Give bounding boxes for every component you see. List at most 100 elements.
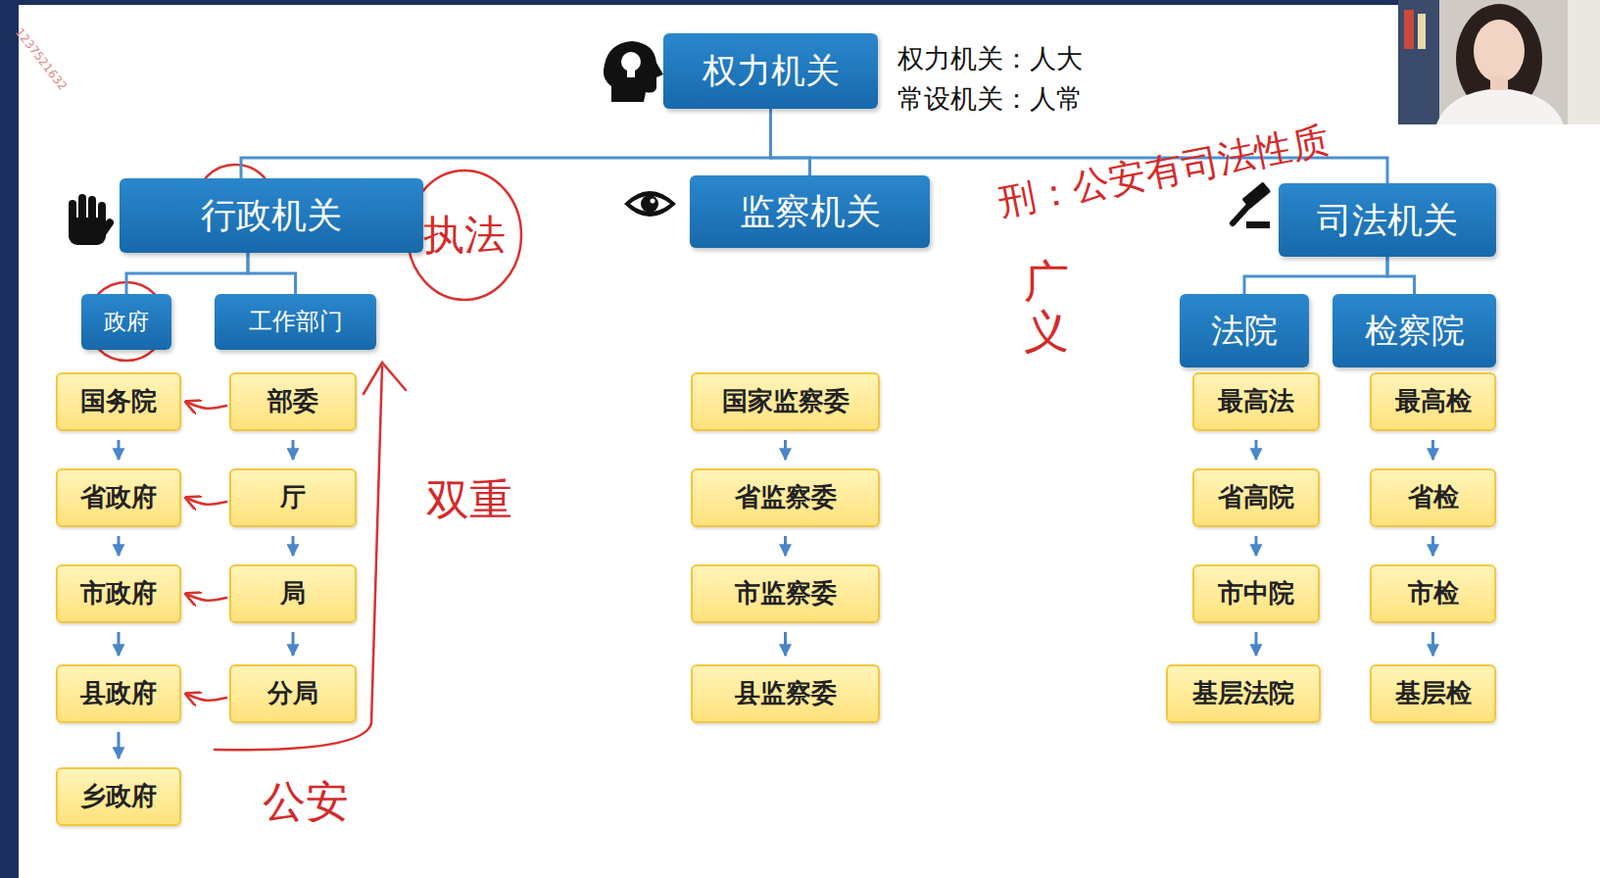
annotation-arrow <box>186 693 227 701</box>
level-box: 国务院 <box>55 372 182 432</box>
level-box: 厅 <box>229 468 357 528</box>
level-box: 最高法 <box>1192 372 1320 432</box>
level-box: 市监察委 <box>690 564 880 624</box>
box-text: 厅 <box>280 483 306 513</box>
level-box: 省政府 <box>55 468 182 528</box>
book <box>1417 13 1426 49</box>
level-box: 省监察委 <box>690 468 880 528</box>
side-note: 权力机关：人大 <box>897 43 1083 75</box>
left-frame-bar <box>0 0 19 878</box>
handwritten-note: 广义 <box>1023 256 1069 356</box>
branch-box: 监察机关 <box>689 175 930 248</box>
box-text: 市检 <box>1407 579 1459 609</box>
book <box>1404 9 1414 49</box>
box-text: 政府 <box>103 308 149 335</box>
level-box: 基层法院 <box>1165 664 1321 724</box>
box-text: 省检 <box>1407 483 1459 513</box>
bulb-head-icon <box>603 41 664 102</box>
box-text: 国务院 <box>80 387 157 417</box>
flow-arrow <box>117 631 121 656</box>
handwritten-note: 执法 <box>423 210 506 260</box>
box-text: 市政府 <box>80 579 157 609</box>
tree-connector <box>1387 256 1415 294</box>
level-box: 最高检 <box>1369 372 1497 432</box>
flow-arrow <box>1431 439 1435 460</box>
box-text: 基层检 <box>1395 678 1472 709</box>
box-text: 部委 <box>267 387 319 417</box>
webcam-background <box>1398 0 1600 125</box>
box-text: 工作部门 <box>248 308 343 337</box>
level-box: 基层检 <box>1369 664 1497 724</box>
box-text: 法院 <box>1211 311 1278 350</box>
tree-connector <box>126 252 248 294</box>
level-box: 局 <box>229 564 357 624</box>
face <box>1473 19 1525 83</box>
flow-arrow <box>1431 631 1435 656</box>
box-text: 监察机关 <box>739 191 881 232</box>
gavel-icon <box>1232 181 1271 229</box>
top-frame-bar <box>0 0 1399 5</box>
tree-connector <box>247 252 296 294</box>
tree-connector <box>771 108 811 176</box>
flow-arrow <box>783 535 787 556</box>
root-box: 权力机关 <box>663 33 878 109</box>
handwritten-note: 公安 <box>262 775 349 828</box>
level-box: 县政府 <box>55 664 182 724</box>
box-text: 乡政府 <box>80 781 157 812</box>
thumb <box>96 217 115 241</box>
box-text: 局 <box>280 579 306 609</box>
wall <box>1567 0 1600 125</box>
box-text: 司法机关 <box>1316 199 1458 241</box>
flow-arrow <box>291 439 295 460</box>
sub-branch-box: 法院 <box>1179 293 1310 368</box>
flow-arrow <box>1255 631 1259 656</box>
box-text: 国家监察委 <box>722 387 850 417</box>
level-box: 省高院 <box>1192 468 1320 528</box>
eye-outline <box>624 191 677 217</box>
red-annotations <box>87 164 522 750</box>
flow-arrow <box>1255 439 1259 460</box>
handwritten-note: 双重 <box>426 474 513 527</box>
annotation-arrow <box>186 593 227 601</box>
sub-branch-box: 政府 <box>81 293 172 350</box>
box-text: 省高院 <box>1217 483 1295 513</box>
box-text: 分局 <box>267 678 319 709</box>
eye-white <box>630 195 671 212</box>
level-box: 国家监察委 <box>690 372 880 432</box>
box-text: 检察院 <box>1364 311 1465 350</box>
tree-connector <box>1244 256 1388 294</box>
watermark: 1237521632 <box>12 25 70 94</box>
gavel-handle <box>1232 201 1253 224</box>
box-text: 行政机关 <box>200 194 342 236</box>
box-text: 基层法院 <box>1192 678 1295 709</box>
box-text: 最高法 <box>1217 387 1295 417</box>
box-text: 市监察委 <box>734 579 837 609</box>
neck <box>1490 76 1508 91</box>
level-box: 市政府 <box>55 564 182 624</box>
branch-box: 司法机关 <box>1278 183 1497 257</box>
iris <box>640 194 659 213</box>
box-text: 权力机关 <box>702 50 840 91</box>
gavel-block <box>1246 221 1270 229</box>
box-text: 市中院 <box>1217 579 1295 609</box>
sub-branch-box: 检察院 <box>1332 293 1497 368</box>
box-text: 县政府 <box>80 678 157 709</box>
hand-icon <box>68 193 116 245</box>
branch-box: 行政机关 <box>119 178 424 253</box>
flow-arrow <box>117 439 121 460</box>
box-text: 县监察委 <box>734 678 837 709</box>
head-silhouette <box>603 41 664 102</box>
level-box: 市检 <box>1369 564 1497 624</box>
sub-branch-box: 工作部门 <box>214 293 377 350</box>
flow-arrow <box>117 731 121 759</box>
hand-arrow <box>214 366 383 750</box>
level-box: 部委 <box>229 372 357 432</box>
flow-arrow <box>291 535 295 556</box>
tree-connector <box>241 108 772 179</box>
level-box: 省检 <box>1369 468 1497 528</box>
level-box: 分局 <box>229 664 357 724</box>
annotation-arrow <box>186 497 227 505</box>
flow-arrow <box>783 439 787 460</box>
box-text: 省监察委 <box>734 483 837 513</box>
